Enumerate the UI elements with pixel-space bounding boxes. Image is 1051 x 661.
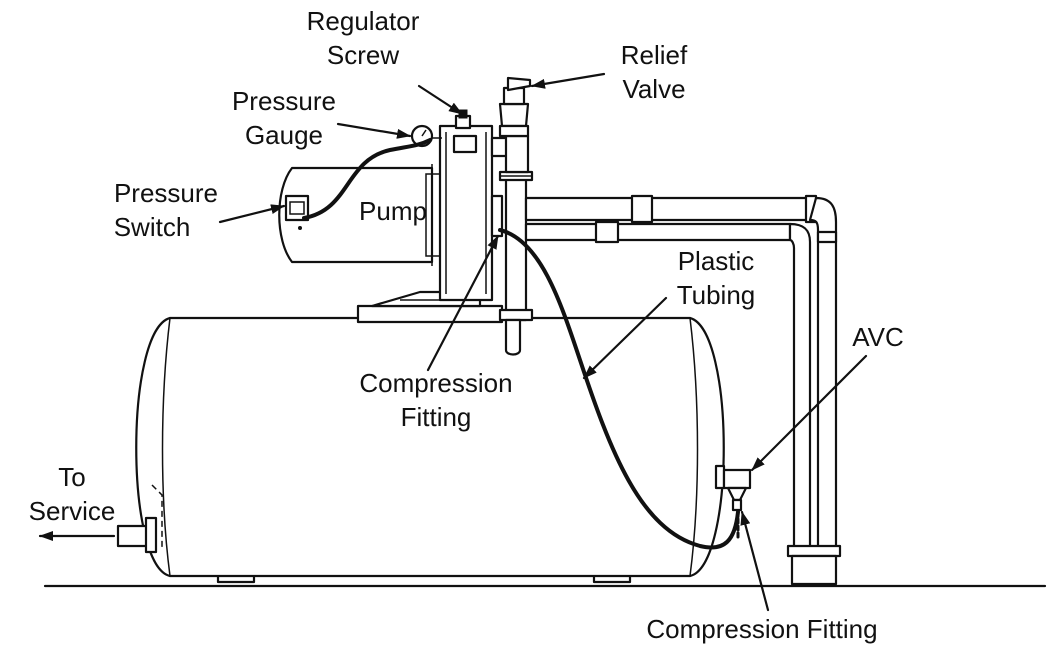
switch-tube	[302, 138, 432, 220]
label-compression-fitting-lower: Compression Fitting	[646, 614, 877, 644]
label-compression-fitting-upper-line2: Fitting	[401, 402, 472, 432]
label-regulator-screw-line2: Screw	[327, 40, 399, 70]
label-relief-valve-line1: Relief	[621, 40, 688, 70]
label-plastic-tubing-line1: Plastic	[678, 246, 755, 276]
label-relief-valve-line2: Valve	[622, 74, 685, 104]
label-to-service-line1: To	[58, 462, 85, 492]
label-pressure-switch-line2: Switch	[114, 212, 191, 242]
label-regulator-screw-line1: Regulator	[307, 6, 420, 36]
label-avc: AVC	[852, 322, 904, 352]
jet-column	[498, 134, 534, 356]
label-pressure-gauge-line1: Pressure	[232, 86, 336, 116]
service-pipe	[116, 516, 158, 554]
leader-arrows	[38, 72, 868, 612]
relief-valve	[498, 76, 532, 138]
label-pressure-gauge-line2: Gauge	[245, 120, 323, 150]
label-compression-fitting-upper-line1: Compression	[359, 368, 512, 398]
label-pressure-switch-line1: Pressure	[114, 178, 218, 208]
label-plastic-tubing-line2: Tubing	[677, 280, 756, 310]
plastic-tubing	[498, 228, 740, 550]
pump-housing	[438, 109, 510, 302]
label-pump: Pump	[359, 196, 427, 226]
pressure-gauge	[410, 124, 442, 148]
pressure-tank	[135, 316, 725, 578]
avc-valve	[714, 464, 752, 512]
label-to-service-line2: Service	[29, 496, 116, 526]
vertical-pipes	[786, 196, 842, 586]
horizontal-pipes	[524, 194, 818, 244]
